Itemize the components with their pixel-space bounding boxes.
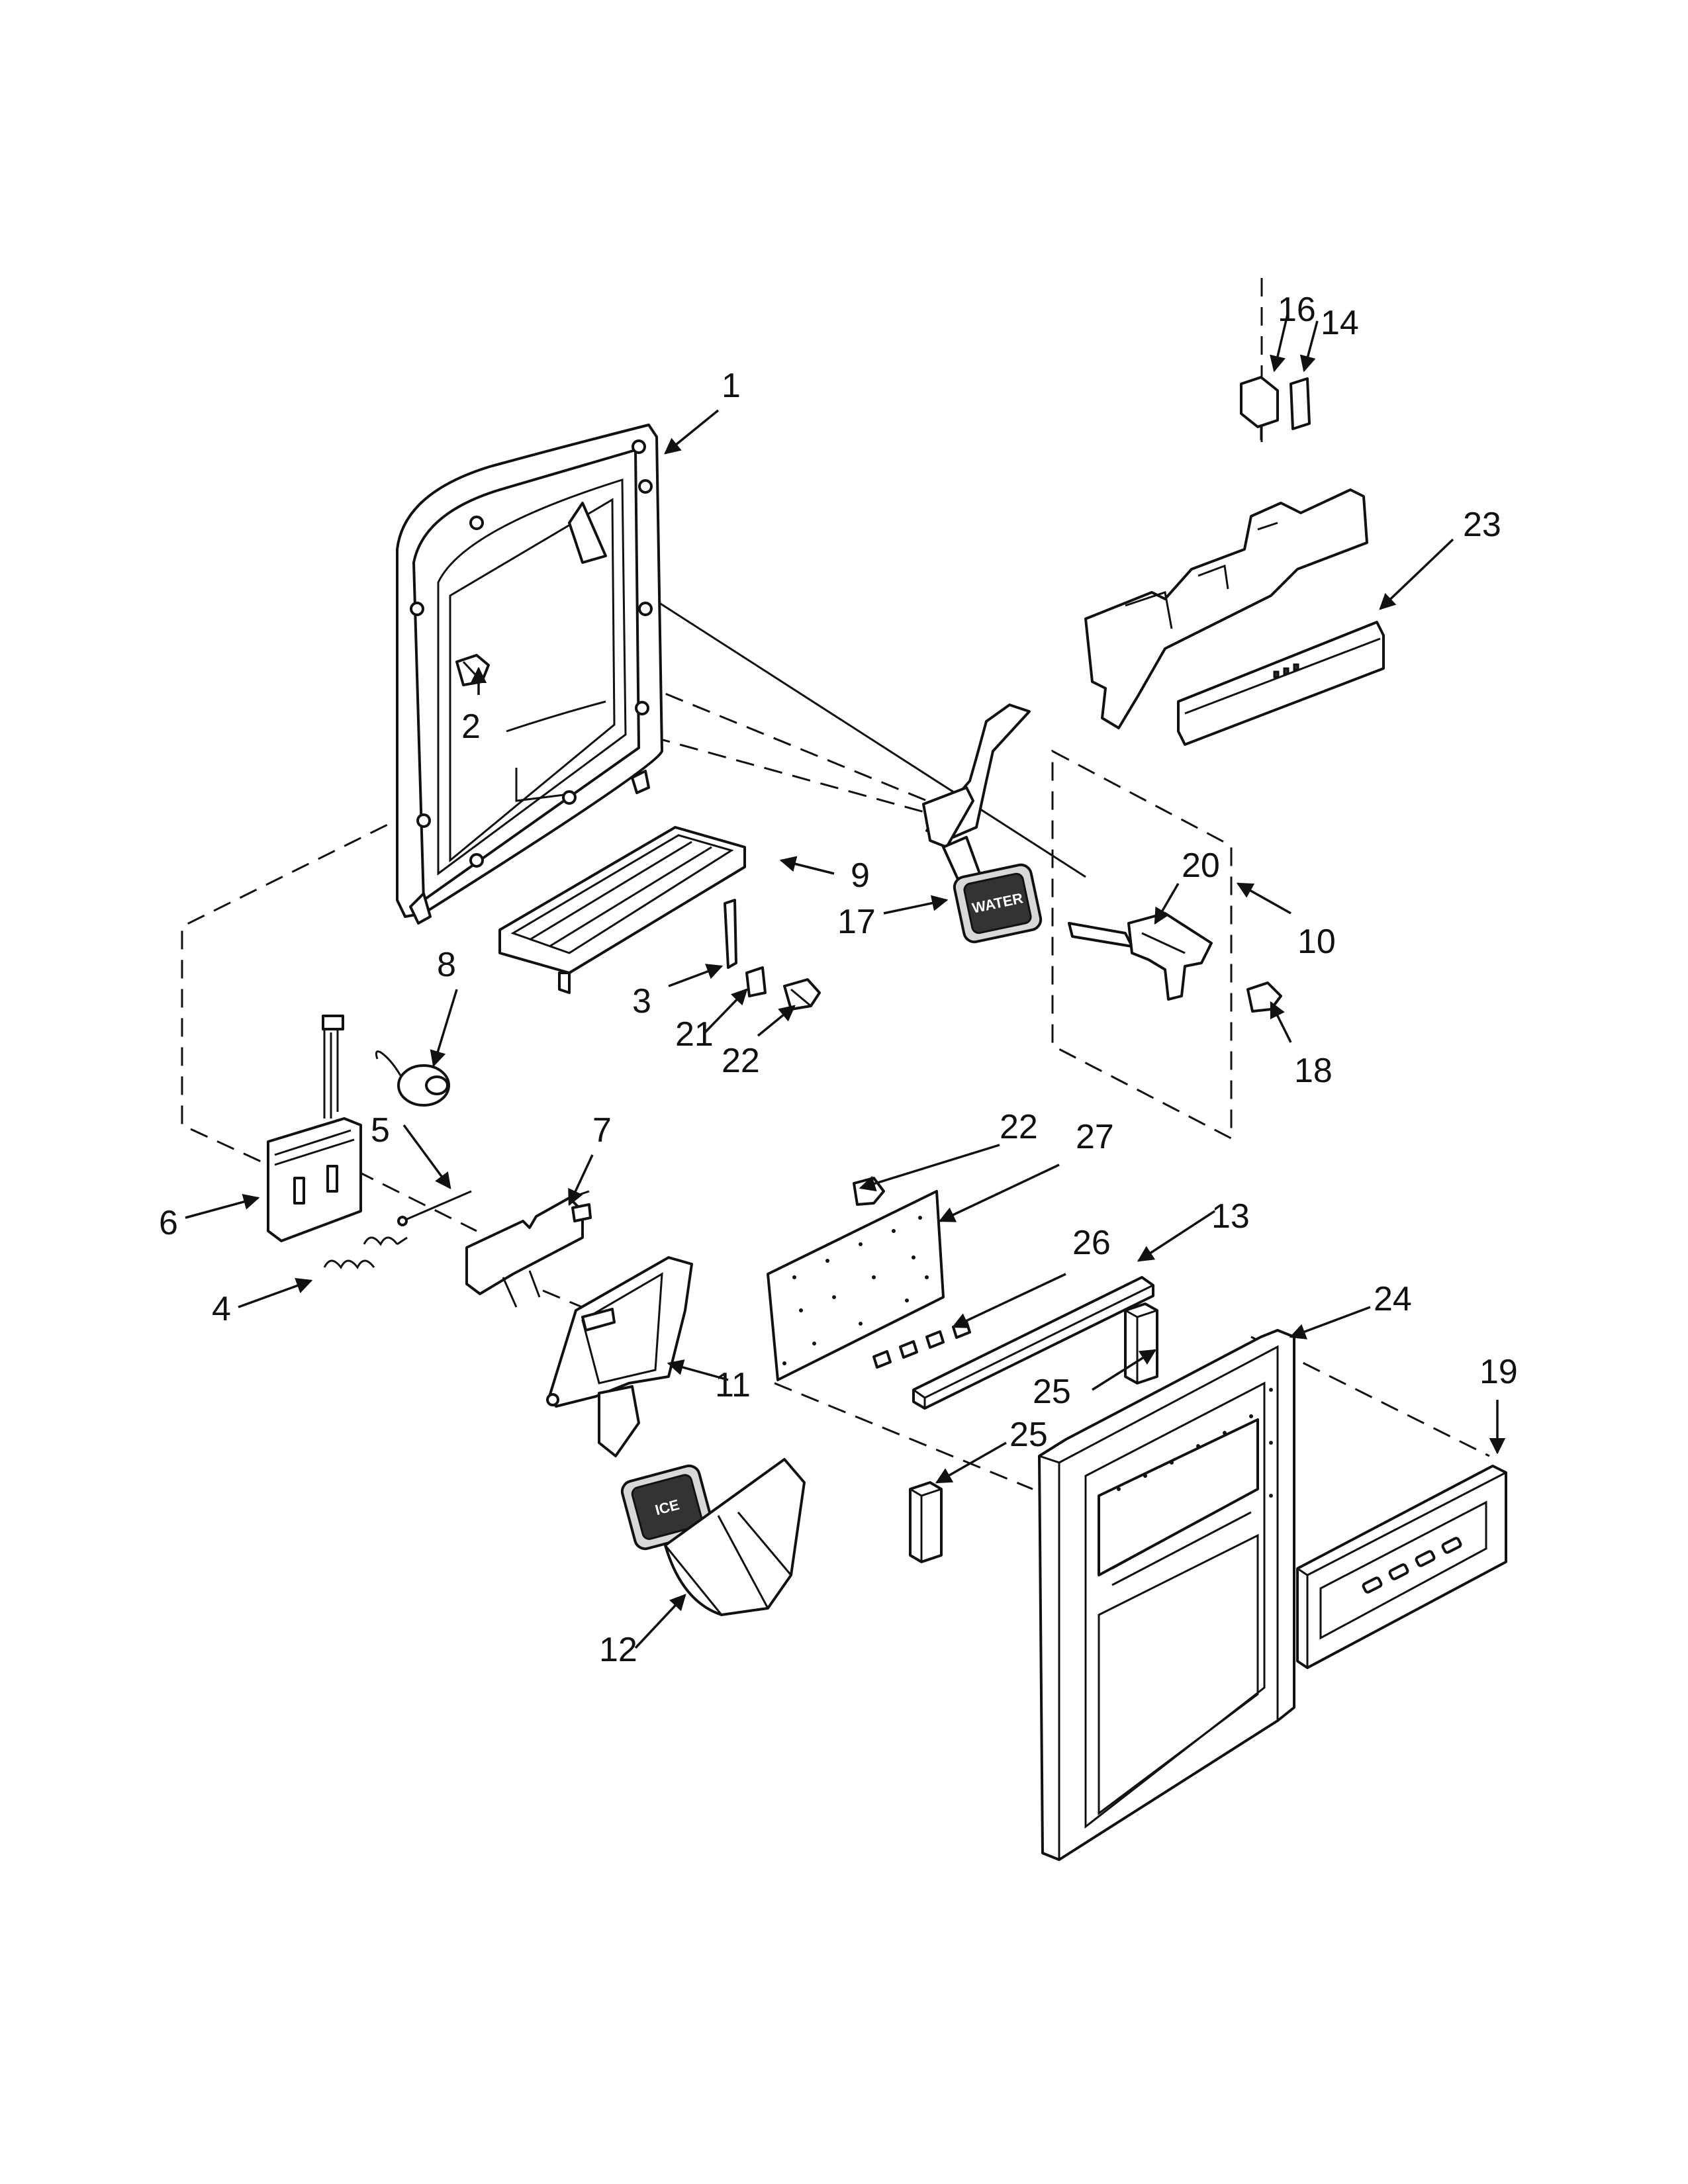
callout-2: 2 [461, 707, 481, 746]
part-23-control-housing [1084, 488, 1385, 746]
part-5-pivot-rod [397, 1190, 472, 1226]
callout-25-lower: 25 [1009, 1416, 1048, 1454]
part-24-front-frame [1038, 1329, 1295, 1861]
part-19-front-panel [1296, 1465, 1507, 1669]
callout-labels: 1 2 3 4 5 6 7 8 9 10 11 12 13 14 16 17 1… [159, 291, 1518, 1669]
callout-22: 22 [722, 1042, 760, 1080]
part-4-springs [323, 1236, 408, 1269]
callout-5: 5 [371, 1111, 390, 1150]
callout-3: 3 [632, 982, 651, 1021]
callout-13: 13 [1211, 1197, 1250, 1236]
callout-6: 6 [159, 1204, 178, 1242]
callout-26: 26 [1072, 1224, 1111, 1262]
callout-12: 12 [599, 1631, 637, 1669]
part-7-actuator [465, 1190, 592, 1308]
callout-24: 24 [1374, 1280, 1412, 1318]
callout-7: 7 [592, 1111, 612, 1150]
part-14-insulator [1289, 377, 1311, 430]
callout-4: 4 [212, 1290, 231, 1328]
callout-17: 17 [837, 903, 876, 941]
part-26-key-switches [872, 1320, 971, 1369]
callout-18: 18 [1294, 1052, 1333, 1090]
part-21-bracket [745, 966, 767, 997]
callout-10: 10 [1297, 923, 1336, 961]
part-25-foam-block-upper [1124, 1302, 1158, 1385]
part-20-actuator-arm [1068, 912, 1213, 1001]
callout-19: 19 [1479, 1353, 1518, 1391]
leader-arrows [185, 314, 1506, 1649]
callout-9: 9 [851, 856, 870, 895]
part-11-ice-lever: ICE [546, 1256, 714, 1551]
callout-20: 20 [1182, 846, 1220, 885]
part-1-dispenser-housing [396, 424, 663, 925]
callout-16: 16 [1278, 291, 1316, 329]
part-3-spring-clip [724, 899, 737, 969]
callout-27: 27 [1076, 1118, 1114, 1156]
part-9-drip-tray [498, 826, 746, 994]
callout-11: 11 [715, 1366, 751, 1404]
part-25-foam-block-lower [909, 1481, 943, 1563]
callout-23: 23 [1463, 506, 1501, 544]
part-27-control-board [767, 1190, 945, 1381]
part-22-screw [783, 978, 821, 1011]
part-6-switch-module [267, 1015, 362, 1242]
part-18-screw [1246, 981, 1282, 1013]
callout-14: 14 [1321, 304, 1359, 342]
part-8-fitting [375, 1050, 450, 1107]
part-17-water-lever: WATER [922, 704, 1043, 944]
part-13-seal-strip [912, 1276, 1154, 1410]
callout-21: 21 [675, 1015, 714, 1054]
part-16-microswitch [1240, 376, 1279, 440]
part-2-screw [455, 654, 490, 686]
callout-8: 8 [437, 946, 456, 984]
part-12-ice-chute [664, 1458, 806, 1616]
callout-25-upper: 25 [1033, 1373, 1071, 1411]
callout-1: 1 [722, 367, 741, 405]
callout-22-upper: 22 [1000, 1108, 1038, 1146]
